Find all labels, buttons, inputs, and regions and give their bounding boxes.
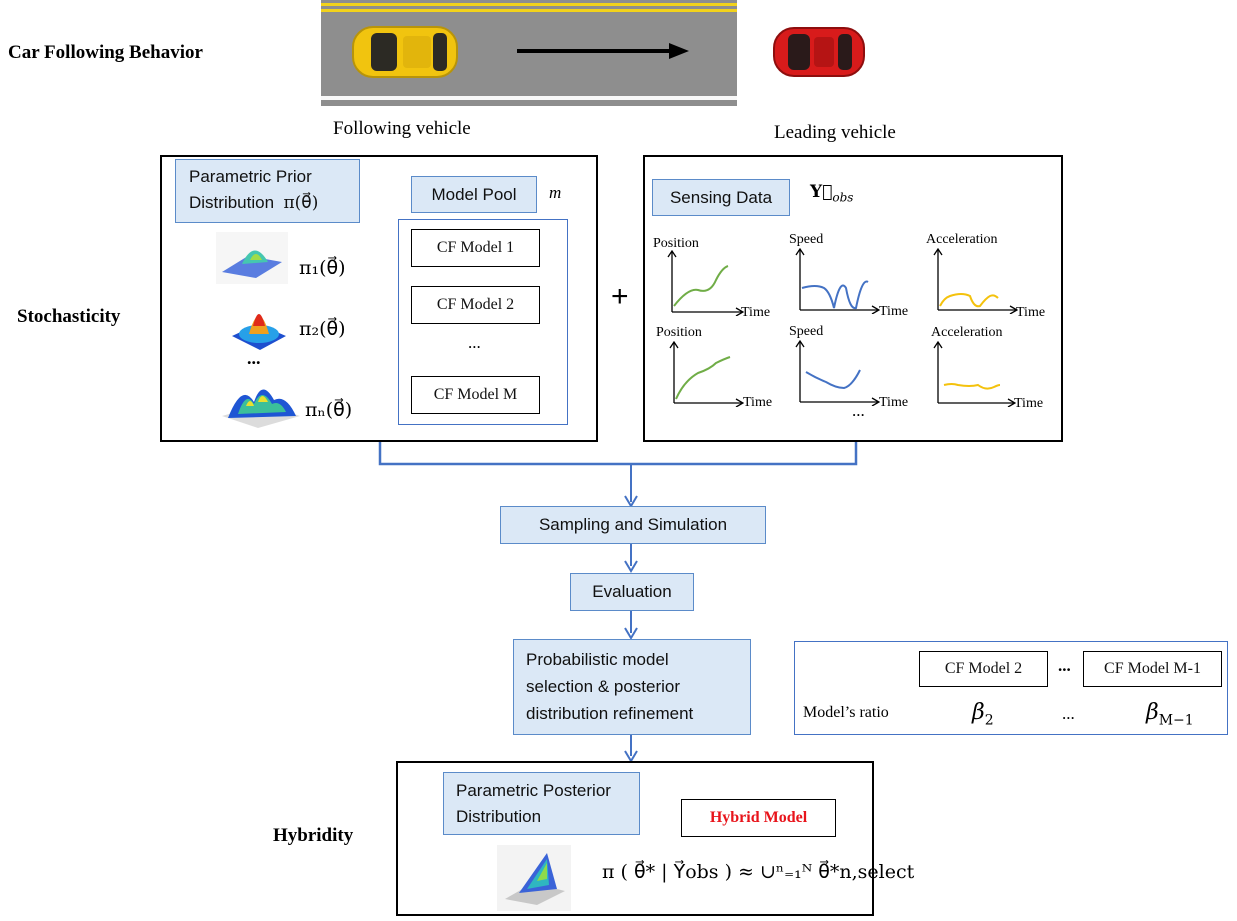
posterior-surface-icon (497, 845, 571, 911)
chart-6-xlabel: Time (1014, 396, 1044, 411)
model-ratio-label: Model’s ratio (803, 704, 889, 721)
beta-a: β2 (972, 700, 994, 729)
chart-4-xlabel: Time (743, 395, 773, 410)
chart-5-xlabel: Time (879, 395, 909, 410)
chart-5-plot (795, 340, 880, 406)
chart-4-plot (669, 341, 744, 407)
prior-surface-1-icon (216, 232, 288, 284)
following-vehicle-label: Following vehicle (333, 118, 471, 139)
posterior-box: Parametric Posterior Distribution (443, 772, 640, 835)
road-bottom-line (321, 96, 737, 100)
chart-3-xlabel: Time (1016, 305, 1046, 320)
prior-surface-n-icon (222, 389, 300, 428)
road-top-line (321, 3, 737, 6)
road-scene (321, 0, 737, 106)
posterior-line-2: Distribution (456, 807, 542, 826)
sensing-symbol: Y⃗obs (810, 182, 854, 205)
chart-6-plot (933, 341, 1016, 407)
chart-2-xlabel: Time (879, 304, 909, 319)
cf-model-1: CF Model 1 (411, 229, 540, 267)
plus-sign: + (611, 280, 629, 313)
following-car-icon (352, 26, 458, 78)
chart-5-label: Speed (789, 324, 824, 339)
posterior-formula: π ( θ⃗* | Y⃗obs ) ≈ ∪ⁿ₌₁ᴺ θ⃗*n,select (602, 861, 915, 883)
cf-model-m: CF Model M (411, 376, 540, 414)
chart-1-plot (667, 250, 744, 316)
leading-car (773, 27, 865, 77)
prior-ellipsis: ... (247, 348, 261, 368)
hybridity-label: Hybridity (273, 825, 354, 846)
car-following-label: Car Following Behavior (8, 42, 203, 63)
chart-1-xlabel: Time (741, 305, 771, 320)
selection-refinement-box: Probabilistic model selection & posterio… (513, 639, 751, 735)
prior-distribution-box: Parametric Prior Distribution π(θ⃗) (175, 159, 360, 223)
selection-line-3: distribution refinement (526, 704, 694, 723)
ratio-model-a: CF Model 2 (919, 651, 1048, 687)
chart-1-label: Position (653, 236, 699, 251)
model-pool-ellipsis: ... (468, 333, 481, 352)
selection-line-1: Probabilistic model (526, 650, 669, 669)
chart-3-plot (933, 248, 1018, 314)
evaluation-box: Evaluation (570, 573, 694, 611)
chart-3-label: Acceleration (926, 232, 998, 247)
chart-2-plot (795, 248, 880, 314)
prior-item-2: π₂(θ⃗) (299, 318, 346, 340)
leading-vehicle-label: Leading vehicle (774, 122, 896, 143)
selection-line-2: selection & posterior (526, 677, 681, 696)
prior-title-line1: Parametric Prior (189, 167, 312, 186)
road-top-line-2 (321, 9, 737, 12)
chart-6-label: Acceleration (931, 325, 1003, 340)
sensing-data-title: Sensing Data (652, 179, 790, 216)
prior-surface-2-icon (232, 314, 286, 350)
model-pool-box (398, 219, 568, 425)
model-ratio-box (794, 641, 1228, 735)
ratio-dots-bottom: ... (1062, 704, 1075, 723)
prior-title-math: π(θ⃗) (283, 193, 319, 213)
model-pool-symbol: m (549, 183, 562, 202)
ratio-model-b: CF Model M-1 (1083, 651, 1222, 687)
sampling-simulation-box: Sampling and Simulation (500, 506, 766, 544)
sensing-ellipsis: ... (852, 401, 865, 420)
cf-model-2: CF Model 2 (411, 286, 540, 324)
beta-b: βM−1 (1146, 700, 1194, 729)
ratio-dots-top: ... (1058, 656, 1071, 675)
posterior-line-1: Parametric Posterior (456, 781, 611, 800)
prior-item-n: πₙ(θ⃗) (305, 399, 353, 421)
model-pool-title: Model Pool (411, 176, 537, 213)
prior-item-1: π₁(θ⃗) (299, 257, 346, 279)
direction-arrow (517, 43, 689, 59)
prior-title-line2: Distribution (189, 193, 275, 212)
stochasticity-label: Stochasticity (17, 306, 121, 327)
chart-4-label: Position (656, 325, 702, 340)
hybrid-model-box: Hybrid Model (681, 799, 836, 837)
chart-2-label: Speed (789, 232, 824, 247)
